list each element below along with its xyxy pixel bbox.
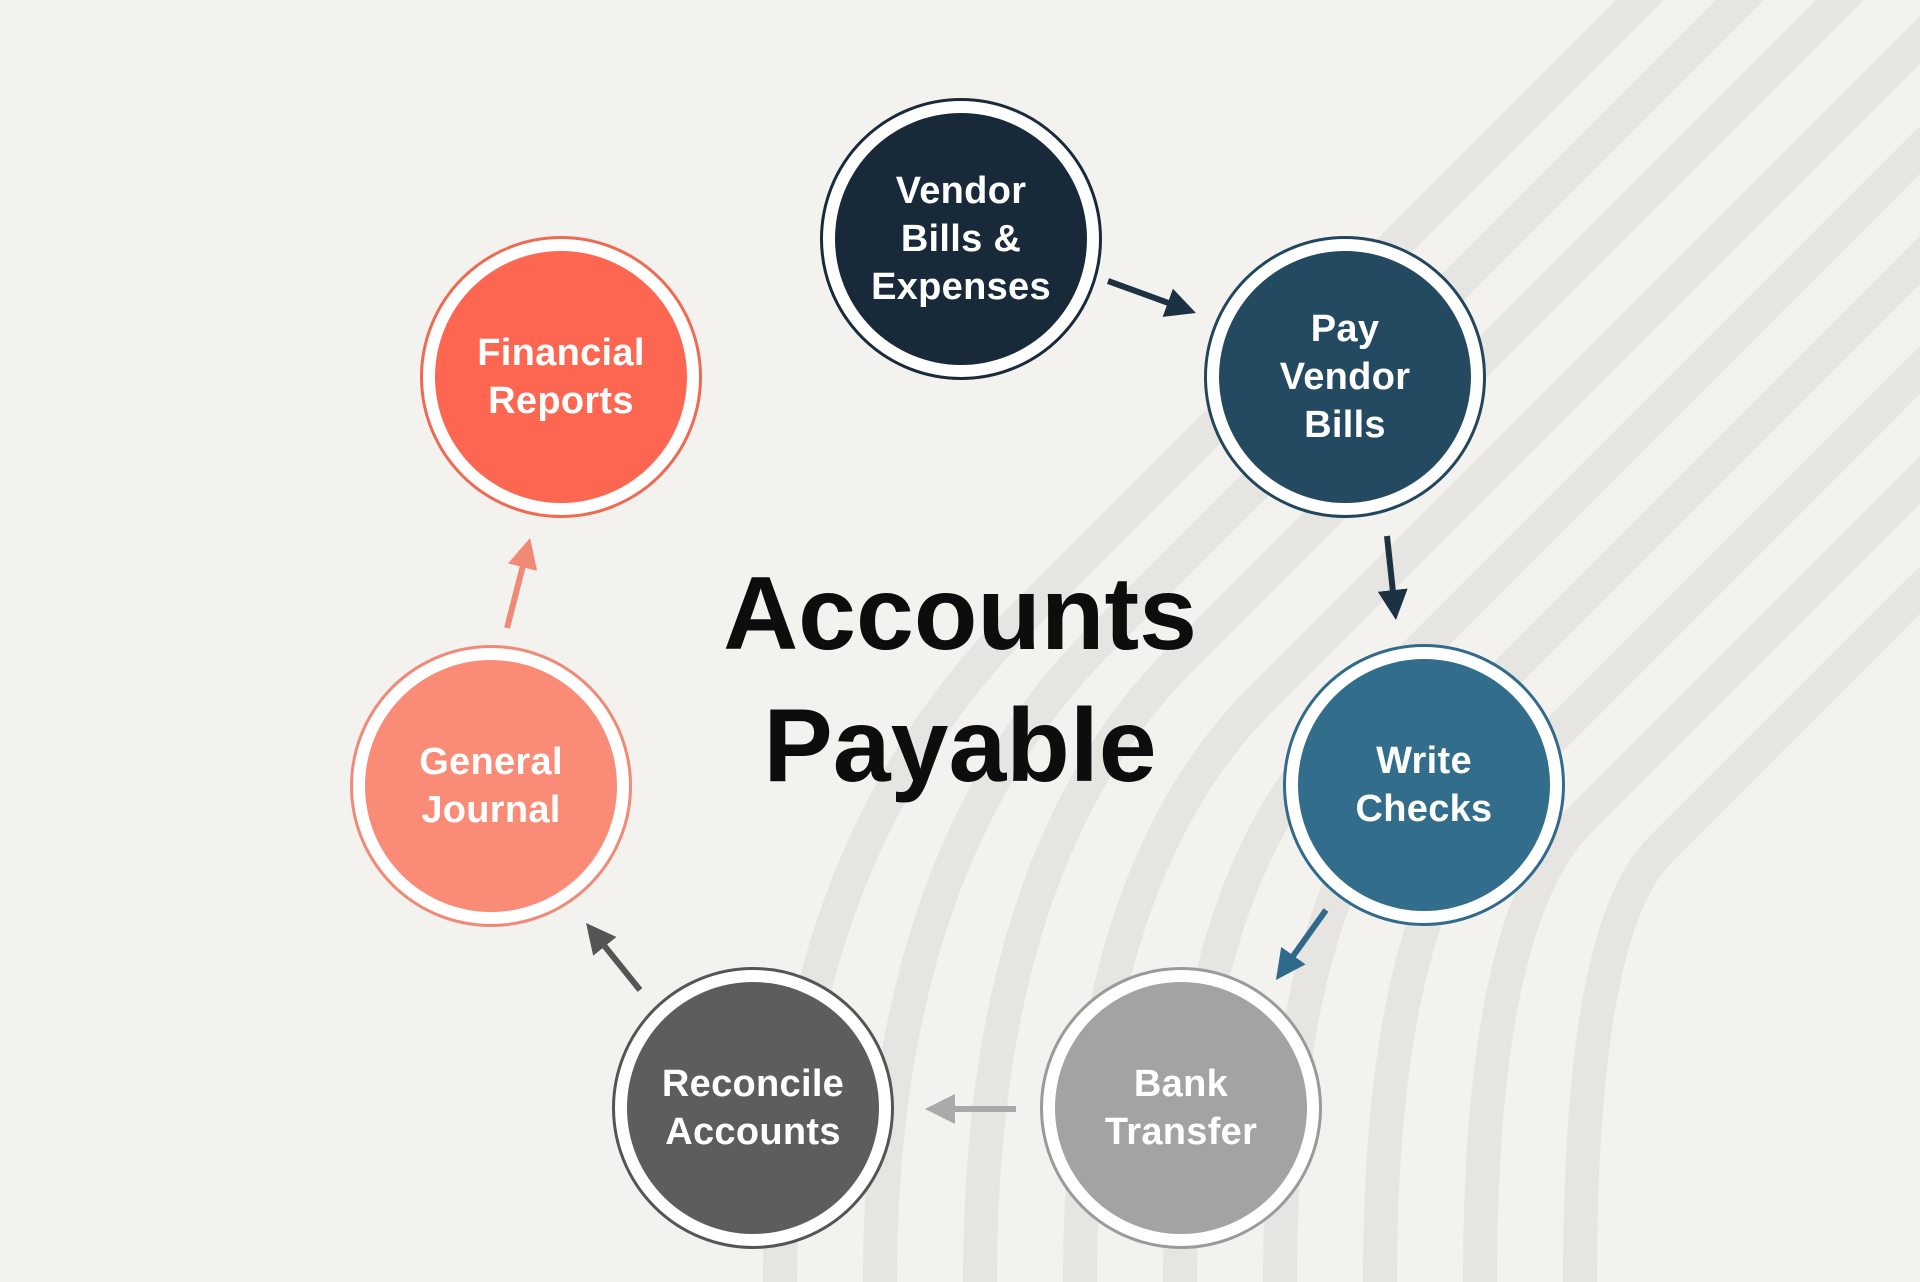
step-reconcile-accounts: Reconcile Accounts xyxy=(612,967,894,1249)
step-pay-vendor-bills: Pay Vendor Bills xyxy=(1204,236,1486,518)
arrow-vendor-to-pay xyxy=(1106,278,1196,317)
diagram-title: Accounts Payable xyxy=(723,556,1197,804)
step-general-journal: General Journal xyxy=(350,645,632,927)
arrow-pay-to-checks xyxy=(1377,535,1408,620)
step-circle: Pay Vendor Bills xyxy=(1219,251,1471,503)
step-label: General Journal xyxy=(419,741,563,831)
arrow-journal-to-reports xyxy=(504,538,538,629)
step-bank-transfer: Bank Transfer xyxy=(1040,967,1322,1249)
arrow-checks-to-transfer xyxy=(1275,908,1329,981)
step-circle: Financial Reports xyxy=(435,251,687,503)
step-label: Pay Vendor Bills xyxy=(1279,308,1411,446)
step-circle: Write Checks xyxy=(1298,659,1550,911)
step-label: Financial Reports xyxy=(477,332,645,422)
step-label: Bank Transfer xyxy=(1104,1063,1258,1153)
step-label: Vendor Bills & Expenses xyxy=(871,170,1051,308)
step-write-checks: Write Checks xyxy=(1283,644,1565,926)
step-vendor-bills-expenses: Vendor Bills & Expenses xyxy=(820,98,1102,380)
step-label: Write Checks xyxy=(1355,740,1493,830)
step-circle: Vendor Bills & Expenses xyxy=(835,113,1087,365)
step-financial-reports: Financial Reports xyxy=(420,236,702,518)
step-label: Reconcile Accounts xyxy=(661,1063,845,1153)
step-circle: Bank Transfer xyxy=(1055,982,1307,1234)
arrow-reconcile-to-journal xyxy=(586,923,643,992)
step-circle: General Journal xyxy=(365,660,617,912)
step-circle: Reconcile Accounts xyxy=(627,982,879,1234)
